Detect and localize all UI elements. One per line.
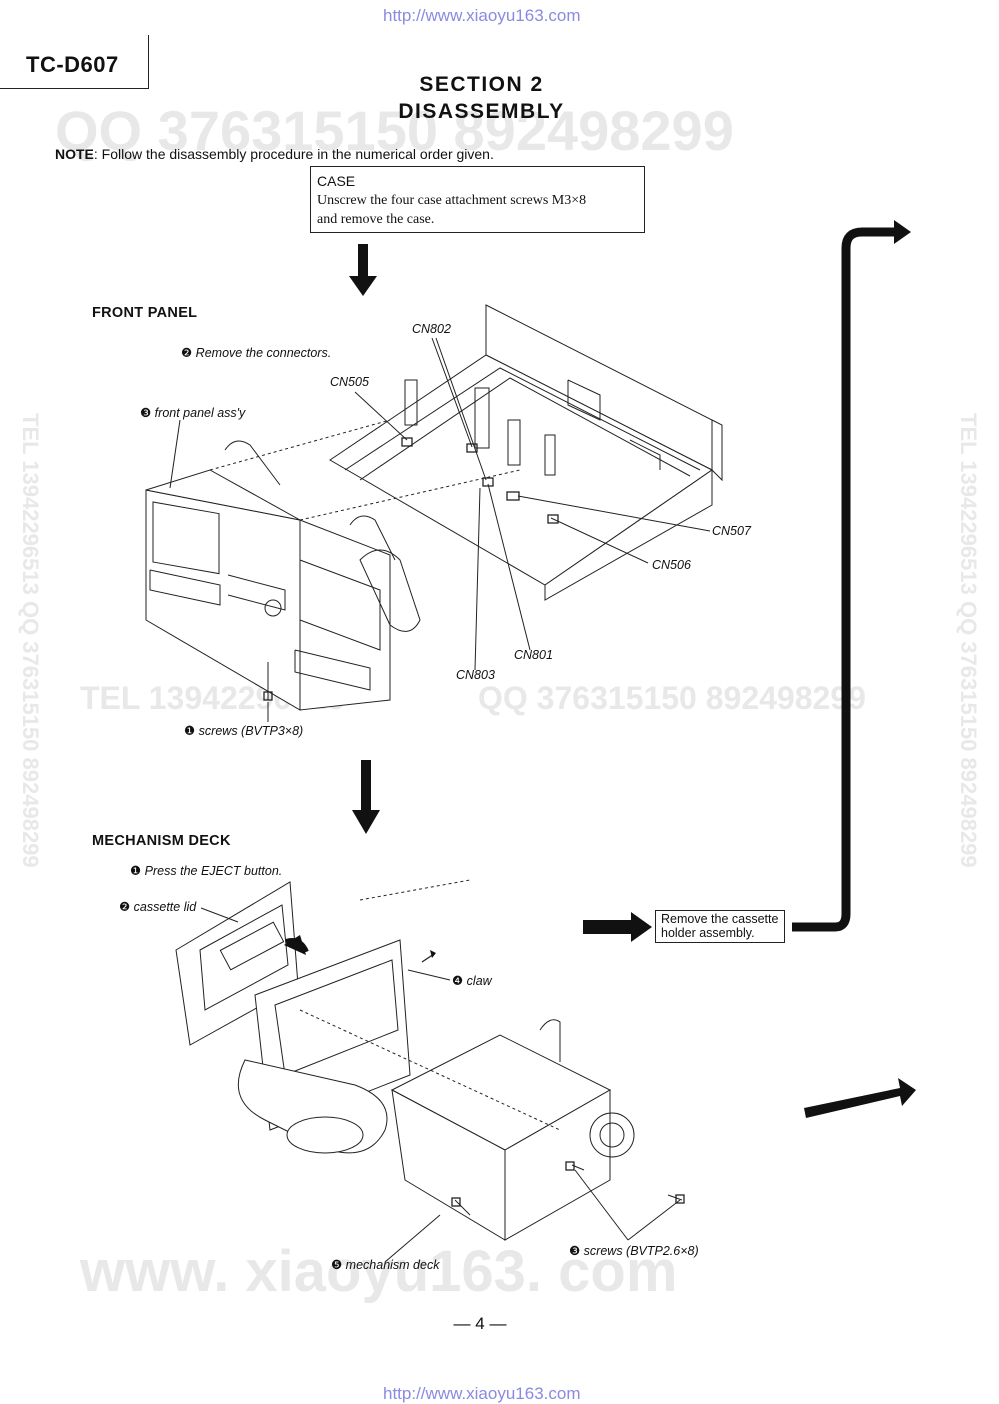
watermark-qq-top: QQ 376315150 892498299 xyxy=(55,99,734,162)
fp-step-3-label: ❸ front panel ass'y xyxy=(140,406,246,420)
arrow-down-1-icon xyxy=(349,244,377,296)
note-label: NOTE xyxy=(55,146,94,162)
case-line-2: and remove the case. xyxy=(317,212,435,227)
model-number: TC-D607 xyxy=(26,52,119,77)
next-step-text: Remove the cassette holder assembly. xyxy=(661,912,785,940)
watermark-url-bottom: http://www.xiaoyu163.com xyxy=(383,1384,581,1403)
note: NOTE: Follow the disassembly procedure i… xyxy=(55,146,494,162)
cn803-label: CN803 xyxy=(456,668,495,682)
mechanism-deck-heading: MECHANISM DECK xyxy=(92,833,231,849)
arrow-down-2-icon xyxy=(352,760,380,834)
next-step-line-2: holder assembly. xyxy=(661,925,755,940)
next-step-box xyxy=(655,910,785,943)
arrow-next-page-icon xyxy=(804,1078,916,1118)
md-step-5-label: ❺ mechanism deck xyxy=(331,1258,440,1272)
case-instructions: Unscrew the four case attachment screws … xyxy=(317,191,647,229)
watermark-qq-mid: QQ 376315150 892498299 xyxy=(478,680,866,716)
fp-step-1-label: ❶ screws (BVTP3×8) xyxy=(184,724,304,738)
note-text: : Follow the disassembly procedure in th… xyxy=(93,146,494,162)
next-step-line-1: Remove the cassette xyxy=(661,912,779,926)
model-box xyxy=(0,35,149,89)
md-step-3-label: ❸ screws (BVTP2.6×8) xyxy=(569,1244,699,1258)
md-step-1-label: ❶ Press the EJECT button. xyxy=(130,864,283,878)
mechanism-deck-illustration xyxy=(175,879,685,1241)
section-title: DISASSEMBLY xyxy=(398,100,565,123)
arrow-right-icon xyxy=(583,912,652,942)
section-number: SECTION 2 xyxy=(419,73,544,96)
md-step-2-label: ❷ cassette lid xyxy=(119,900,197,914)
front-panel-heading: FRONT PANEL xyxy=(92,305,198,321)
cn802-label: CN802 xyxy=(412,322,451,336)
cn801-label: CN801 xyxy=(514,648,553,662)
mechanism-deck-leaders xyxy=(200,907,681,1263)
watermark-www-bottom: www. xiaoyu163. com xyxy=(80,1239,678,1304)
cn507-label: CN507 xyxy=(712,524,751,538)
case-title: CASE xyxy=(317,173,356,189)
fp-step-2-label: ❷ Remove the connectors. xyxy=(181,346,332,360)
case-box xyxy=(310,166,645,233)
cn505-label: CN505 xyxy=(330,375,369,389)
page-number: — 4 — xyxy=(453,1314,507,1333)
front-panel-leaders xyxy=(169,337,711,722)
case-line-1: Unscrew the four case attachment screws … xyxy=(317,193,587,208)
md-step-4-label: ❹ claw xyxy=(452,974,492,988)
front-panel-illustration xyxy=(145,304,723,711)
watermark-url-top: http://www.xiaoyu163.com xyxy=(383,6,581,25)
cn506-label: CN506 xyxy=(652,558,691,572)
flow-connector-icon xyxy=(792,220,911,932)
